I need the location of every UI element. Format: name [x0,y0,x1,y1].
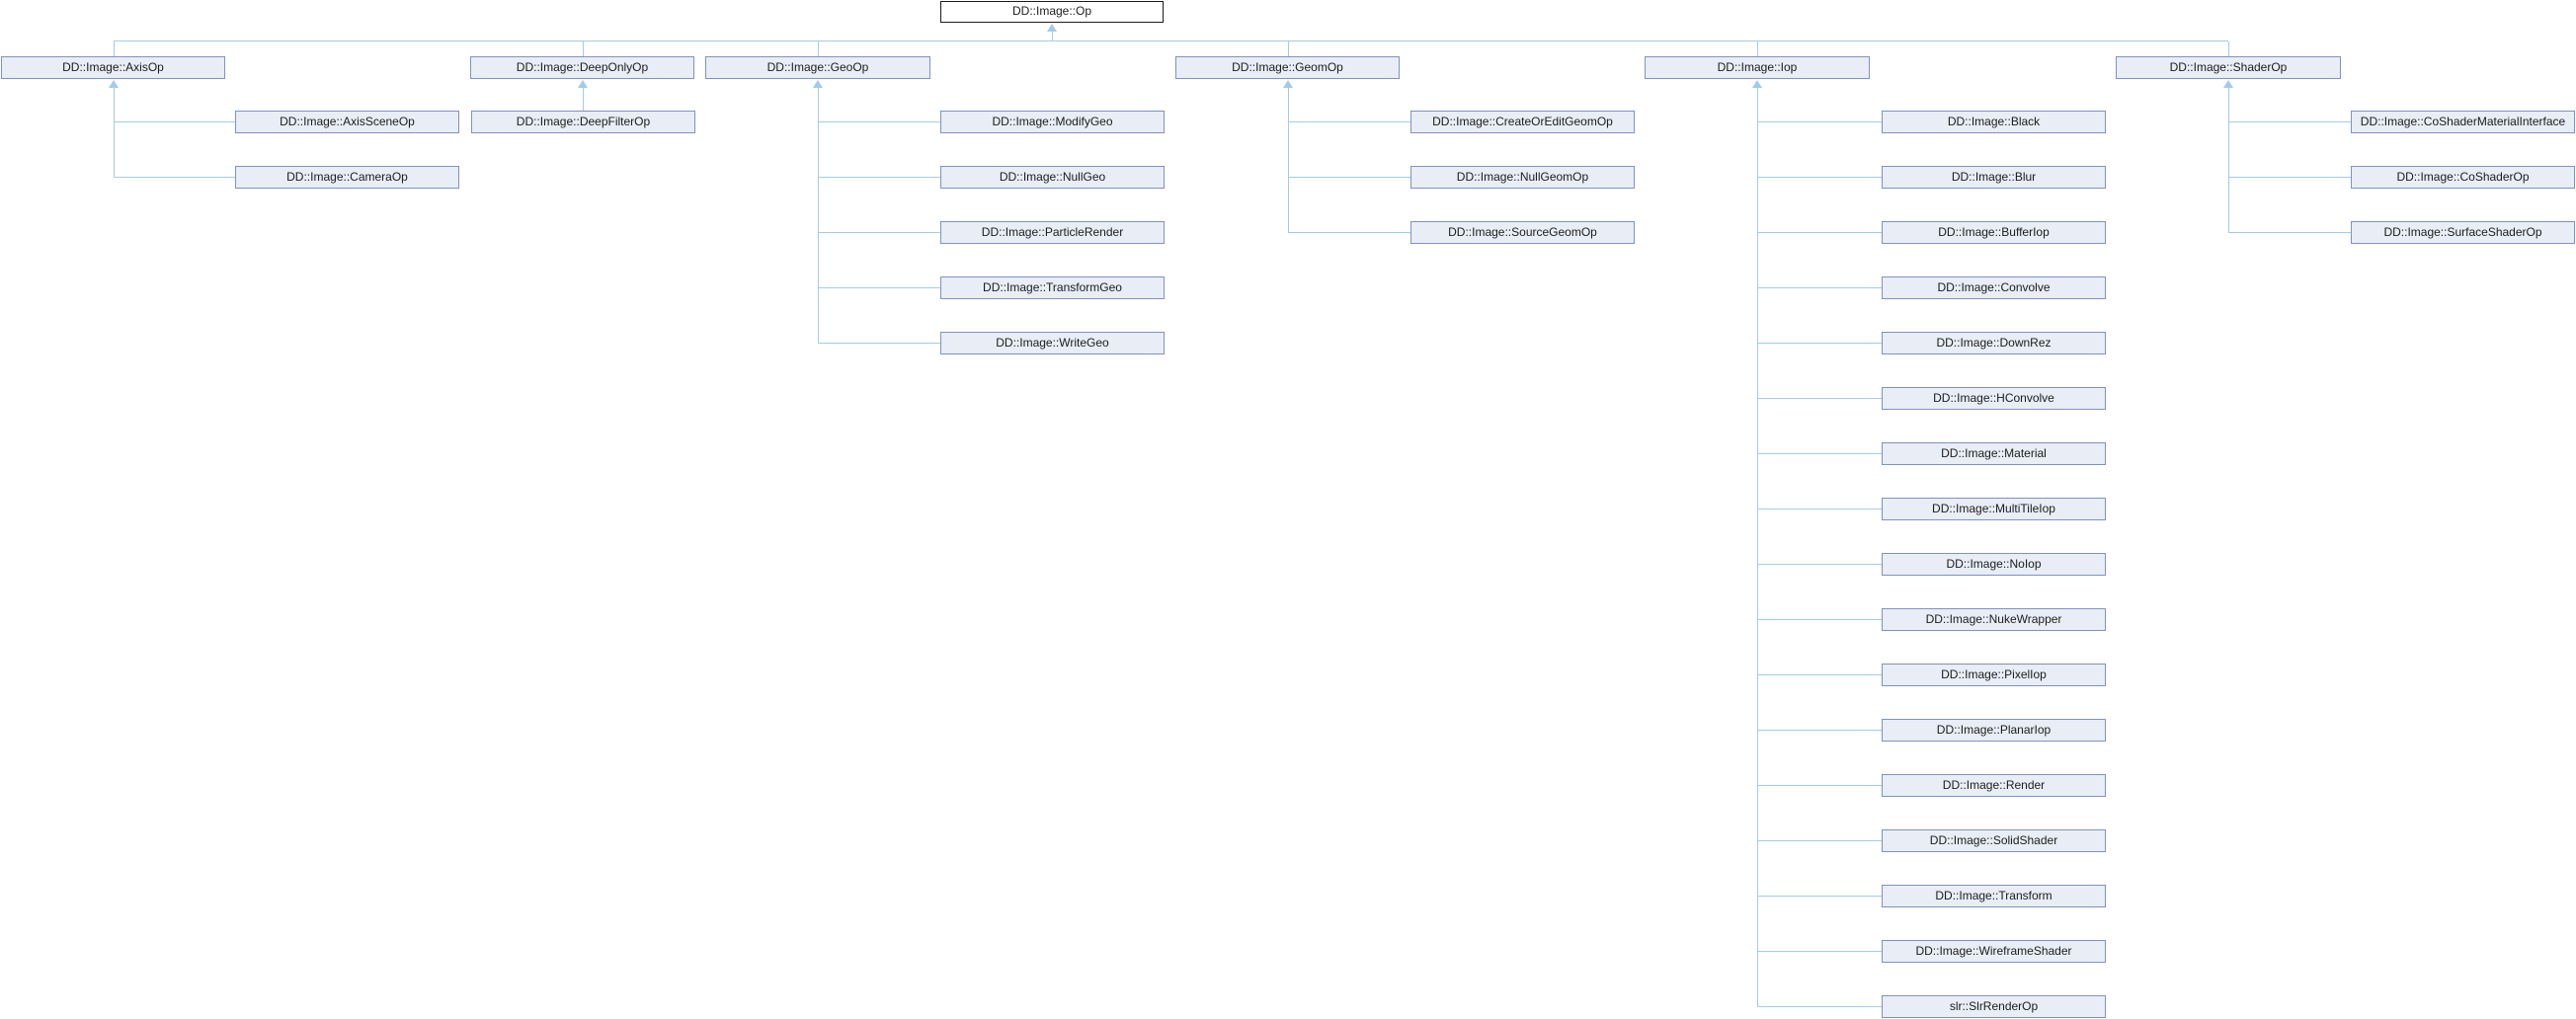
inheritance-arrow [813,80,823,88]
connector-line [1757,674,1882,675]
connector-line [1757,177,1882,178]
connector-line [818,232,940,233]
node-dd-image-planariop[interactable]: DD::Image::PlanarIop [1882,719,2106,742]
connector-line [1757,232,1882,233]
node-dd-image-solidshader[interactable]: DD::Image::SolidShader [1882,829,2106,852]
connector-line [114,41,115,56]
node-dd-image-noiop[interactable]: DD::Image::NoIop [1882,553,2106,576]
connector-line [1757,398,1882,399]
connector-line [1757,1006,1882,1007]
inheritance-arrow [1047,24,1057,32]
node-dd-image-nullgeo[interactable]: DD::Image::NullGeo [940,166,1165,189]
inheritance-arrow [2223,80,2233,88]
inheritance-arrow [578,80,588,88]
connector-line [2228,41,2229,56]
node-dd-image-cameraop[interactable]: DD::Image::CameraOp [235,166,459,189]
inheritance-arrow [1752,80,1762,88]
node-dd-image-writegeo[interactable]: DD::Image::WriteGeo [940,332,1165,354]
connector-line [1757,840,1882,841]
node-dd-image-deeponlyop[interactable]: DD::Image::DeepOnlyOp [470,56,694,79]
node-dd-image-render[interactable]: DD::Image::Render [1882,774,2106,797]
connector-line [1757,88,1758,1007]
node-dd-image-axissceneop[interactable]: DD::Image::AxisSceneOp [235,111,459,133]
node-dd-image-geomop[interactable]: DD::Image::GeomOp [1175,56,1400,79]
connector-line [1757,896,1882,897]
connector-line [1288,121,1410,122]
connector-line [2228,88,2229,233]
node-dd-image-black[interactable]: DD::Image::Black [1882,111,2106,133]
node-dd-image-coshadermaterialinterface[interactable]: DD::Image::CoShaderMaterialInterface [2351,111,2575,133]
node-dd-image-createoreditgeomop[interactable]: DD::Image::CreateOrEditGeomOp [1410,111,1635,133]
connector-line [1757,343,1882,344]
node-dd-image-shaderop[interactable]: DD::Image::ShaderOp [2116,56,2341,79]
node-dd-image-transformgeo[interactable]: DD::Image::TransformGeo [940,276,1165,299]
connector-line [1288,177,1410,178]
connector-line [114,88,115,178]
node-dd-image-op[interactable]: DD::Image::Op [940,1,1164,23]
node-dd-image-nullgeomop[interactable]: DD::Image::NullGeomOp [1410,166,1635,189]
connector-line [1757,453,1882,454]
node-dd-image-blur[interactable]: DD::Image::Blur [1882,166,2106,189]
connector-line [2228,121,2351,122]
connector-line [1757,564,1882,565]
node-dd-image-geoop[interactable]: DD::Image::GeoOp [705,56,930,79]
connector-line [1288,88,1289,233]
connector-line [583,41,584,56]
node-dd-image-modifygeo[interactable]: DD::Image::ModifyGeo [940,111,1165,133]
node-dd-image-axisop[interactable]: DD::Image::AxisOp [1,56,225,79]
node-dd-image-bufferiop[interactable]: DD::Image::BufferIop [1882,221,2106,244]
node-dd-image-nukewrapper[interactable]: DD::Image::NukeWrapper [1882,608,2106,631]
connector-line [583,88,584,111]
connector-line [1757,730,1882,731]
connector-line [818,88,819,344]
node-dd-image-sourcegeomop[interactable]: DD::Image::SourceGeomOp [1410,221,1635,244]
connector-line [1757,121,1882,122]
connector-line [818,177,940,178]
connector-line [2228,177,2351,178]
connector-line [818,287,940,288]
node-dd-image-hconvolve[interactable]: DD::Image::HConvolve [1882,387,2106,410]
node-dd-image-convolve[interactable]: DD::Image::Convolve [1882,276,2106,299]
node-dd-image-pixeliop[interactable]: DD::Image::PixelIop [1882,664,2106,686]
node-dd-image-surfaceshaderop[interactable]: DD::Image::SurfaceShaderOp [2351,221,2575,244]
node-dd-image-iop[interactable]: DD::Image::Iop [1645,56,1870,79]
connector-line [818,343,940,344]
connector-line [1757,619,1882,620]
connector-line [1052,32,1053,40]
node-dd-image-transform[interactable]: DD::Image::Transform [1882,885,2106,907]
connector-line [1757,509,1882,510]
inheritance-arrow [1283,80,1293,88]
rail-line [113,40,2228,41]
node-dd-image-downrez[interactable]: DD::Image::DownRez [1882,332,2106,354]
inheritance-arrow [109,80,119,88]
node-dd-image-multitileiop[interactable]: DD::Image::MultiTileIop [1882,498,2106,520]
connector-line [1288,41,1289,56]
connector-line [818,121,940,122]
connector-line [1288,232,1410,233]
node-dd-image-material[interactable]: DD::Image::Material [1882,442,2106,465]
node-slr-slrrenderop[interactable]: slr::SlrRenderOp [1882,995,2106,1018]
node-dd-image-deepfilterop[interactable]: DD::Image::DeepFilterOp [471,111,695,133]
connector-line [1757,41,1758,56]
connector-line [1757,785,1882,786]
connector-line [818,41,819,56]
connector-line [1757,287,1882,288]
node-dd-image-particlerender[interactable]: DD::Image::ParticleRender [940,221,1165,244]
connector-line [2228,232,2351,233]
node-dd-image-wireframeshader[interactable]: DD::Image::WireframeShader [1882,940,2106,963]
node-dd-image-coshaderop[interactable]: DD::Image::CoShaderOp [2351,166,2575,189]
connector-line [1757,951,1882,952]
connector-line [114,121,235,122]
connector-line [114,177,235,178]
